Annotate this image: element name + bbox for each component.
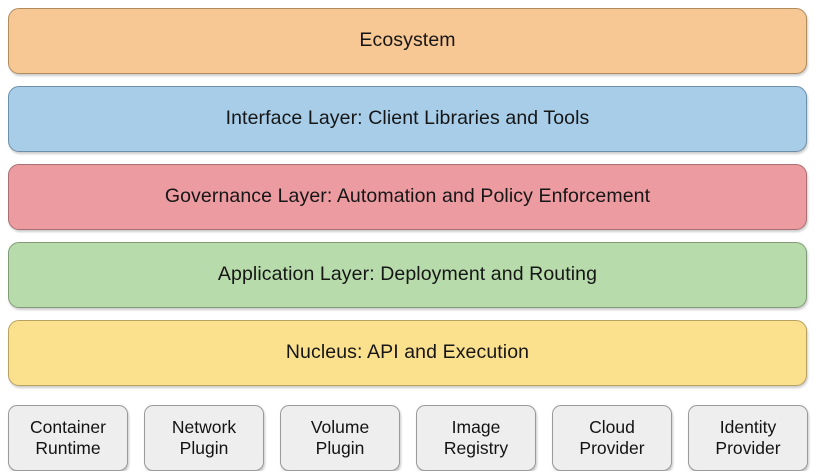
layer-label-ecosystem: Ecosystem: [359, 29, 456, 52]
plugin-box-identity-provider[interactable]: Identity Provider: [688, 405, 808, 471]
plugin-label-line2: Runtime: [35, 438, 101, 458]
layer-label-interface-layer: Interface Layer: Client Libraries and To…: [225, 107, 590, 130]
plugin-label-line2: Registry: [443, 438, 509, 458]
plugin-label-line1: Cloud: [589, 416, 635, 437]
plugin-label-line1: Volume: [310, 416, 370, 437]
plugin-label-line1: Container: [30, 416, 106, 437]
plugin-box-cloud-provider[interactable]: Cloud Provider: [552, 405, 672, 471]
layer-band-governance-layer[interactable]: Governance Layer: Automation and Policy …: [8, 164, 807, 230]
plugin-label-line1: Identity: [719, 416, 777, 437]
layer-band-nucleus[interactable]: Nucleus: API and Execution: [8, 320, 807, 386]
plugin-label-line2: Provider: [579, 438, 645, 458]
plugin-box-network-plugin[interactable]: Network Plugin: [144, 405, 264, 471]
plugin-label-line1: Image: [451, 416, 501, 437]
layer-label-governance-layer: Governance Layer: Automation and Policy …: [164, 185, 651, 208]
plugin-label-line2: Plugin: [179, 438, 229, 458]
plugin-box-container-runtime[interactable]: Container Runtime: [8, 405, 128, 471]
plugin-label-line2: Plugin: [315, 438, 365, 458]
layer-stack: Ecosystem Interface Layer: Client Librar…: [8, 8, 807, 398]
plugin-label-line2: Provider: [715, 438, 781, 458]
layer-label-nucleus: Nucleus: API and Execution: [285, 341, 530, 364]
plugin-row: Container Runtime Network Plugin Volume …: [8, 405, 808, 471]
layer-band-application-layer[interactable]: Application Layer: Deployment and Routin…: [8, 242, 807, 308]
plugin-box-volume-plugin[interactable]: Volume Plugin: [280, 405, 400, 471]
plugin-label-line1: Network: [171, 416, 237, 437]
layer-band-ecosystem[interactable]: Ecosystem: [8, 8, 807, 74]
layer-band-interface-layer[interactable]: Interface Layer: Client Libraries and To…: [8, 86, 807, 152]
layer-label-application-layer: Application Layer: Deployment and Routin…: [217, 263, 598, 286]
plugin-box-image-registry[interactable]: Image Registry: [416, 405, 536, 471]
